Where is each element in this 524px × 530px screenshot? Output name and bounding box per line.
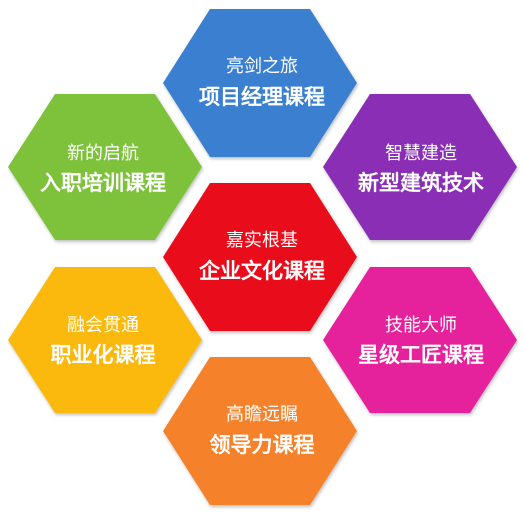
hexagon-project-manager: 亮剑之旅 项目经理课程 bbox=[163, 9, 357, 157]
hexagon-title: 项目经理课程 bbox=[199, 85, 325, 109]
hexagon-title: 入职培训课程 bbox=[40, 171, 166, 195]
hexagon-title: 星级工匠课程 bbox=[358, 343, 484, 367]
hexagon-subtitle: 新的启航 bbox=[67, 143, 139, 164]
hexagon-shape bbox=[8, 267, 202, 413]
hexagon-shape bbox=[323, 267, 517, 413]
hexagon-title: 领导力课程 bbox=[210, 433, 315, 457]
hexagon-title: 企业文化课程 bbox=[198, 259, 325, 283]
hexagon-shape bbox=[163, 357, 357, 505]
hexagon-corporate-culture: 嘉实根基 企业文化课程 bbox=[163, 183, 357, 331]
hexagon-star-craftsman: 技能大师 星级工匠课程 bbox=[323, 267, 517, 413]
hexagon-subtitle: 融会贯通 bbox=[67, 315, 139, 336]
hexagon-subtitle: 高瞻远瞩 bbox=[226, 404, 298, 425]
hexagon-shape bbox=[8, 94, 202, 240]
hexagon-professional: 融会贯通 职业化课程 bbox=[8, 267, 202, 413]
hexagon-subtitle: 技能大师 bbox=[385, 315, 457, 336]
hexagon-subtitle: 嘉实根基 bbox=[226, 230, 298, 251]
hexagon-shape bbox=[323, 94, 517, 240]
hexagon-title: 新型建筑技术 bbox=[358, 171, 484, 195]
hexagon-onboarding: 新的启航 入职培训课程 bbox=[8, 94, 202, 240]
hexagon-shape bbox=[163, 9, 357, 157]
hexagon-title: 职业化课程 bbox=[51, 343, 156, 367]
hexagon-subtitle: 亮剑之旅 bbox=[226, 56, 298, 77]
hexagon-leadership: 高瞻远瞩 领导力课程 bbox=[163, 357, 357, 505]
hexagon-new-construction-tech: 智慧建造 新型建筑技术 bbox=[323, 94, 517, 240]
hexagon-subtitle: 智慧建造 bbox=[385, 143, 457, 164]
hexagon-shape bbox=[163, 183, 357, 331]
